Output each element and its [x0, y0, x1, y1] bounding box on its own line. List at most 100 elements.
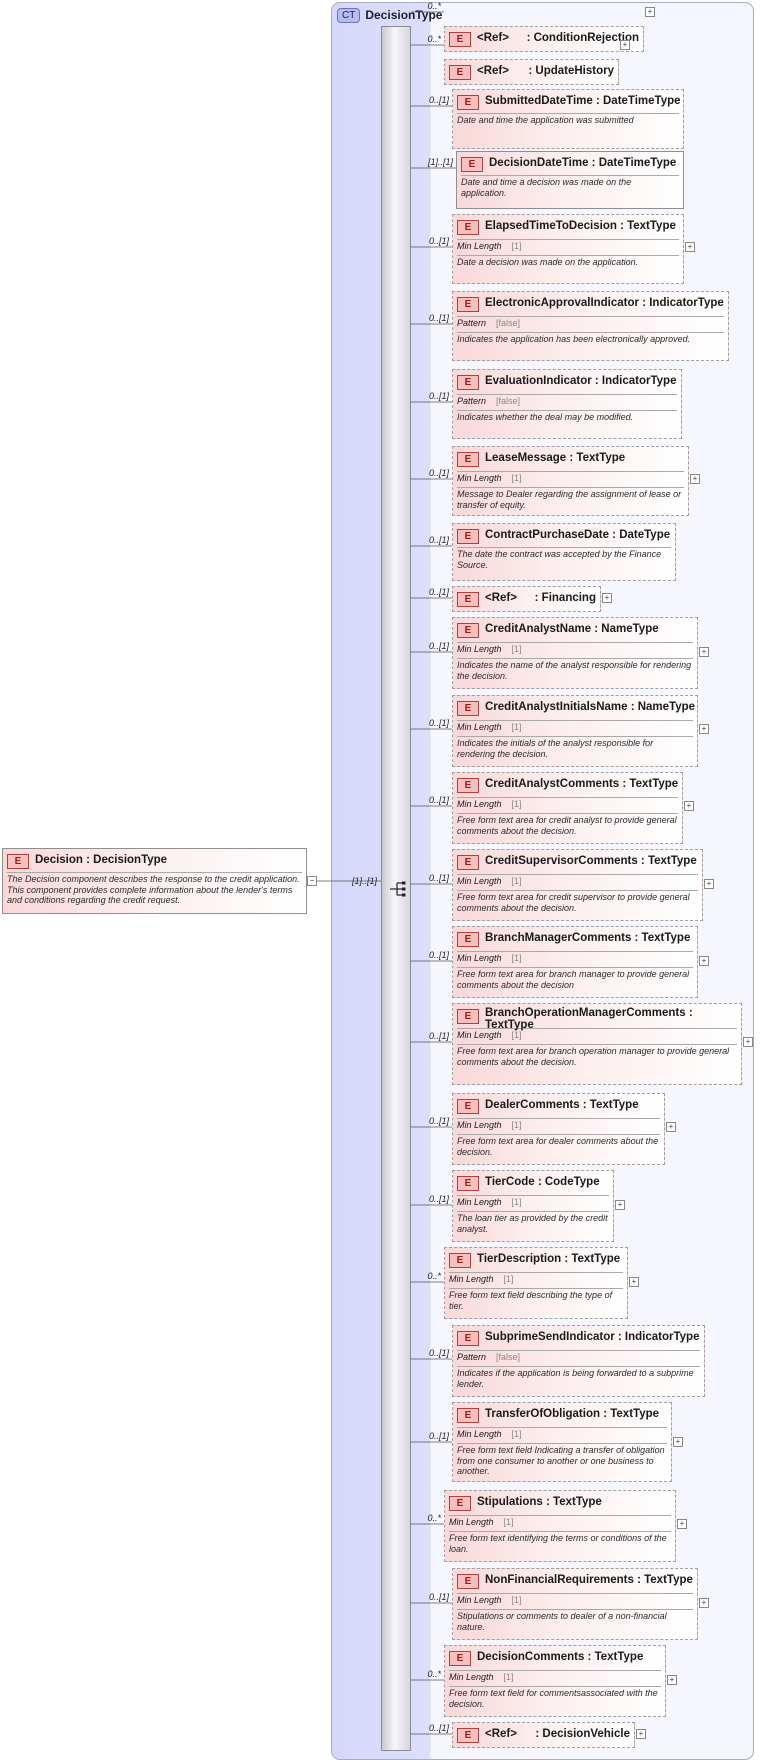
ref-type: : UpdateHistory	[528, 65, 614, 77]
facet-value: [false]	[496, 1352, 521, 1362]
expand-toggle-icon[interactable]: +	[629, 1277, 639, 1287]
expand-toggle-icon[interactable]: +	[673, 1437, 683, 1447]
expand-toggle-icon[interactable]: +	[690, 474, 700, 484]
element-facet: Min Length[1]	[449, 1272, 623, 1286]
element-name: <Ref>	[477, 32, 509, 44]
element-title: E<Ref>: Financing	[457, 590, 596, 608]
element-name: TierDescription : TextType	[477, 1253, 621, 1265]
element-name: CreditSupervisorComments : TextType	[485, 855, 697, 867]
expand-toggle-icon[interactable]: +	[699, 724, 709, 734]
facet-value: [1]	[511, 644, 522, 654]
element-name: TierCode : CodeType	[485, 1176, 600, 1188]
expand-toggle-icon[interactable]: +	[699, 956, 709, 966]
element-cardinality: 0..[1]	[428, 718, 449, 728]
expand-toggle-icon[interactable]: +	[699, 647, 709, 657]
element-description: Indicates the application has been elect…	[457, 332, 724, 345]
facet-value: [false]	[496, 318, 521, 328]
element-name: CreditAnalystComments : TextType	[485, 778, 679, 790]
element-facet: Pattern[false]	[457, 316, 724, 330]
element-box[interactable]: E<Ref>: Financing	[452, 586, 601, 612]
element-description: Free form text identifying the terms or …	[449, 1531, 671, 1554]
expand-toggle-icon[interactable]: +	[704, 879, 714, 889]
element-box[interactable]: E<Ref>: UpdateHistory	[444, 59, 619, 85]
facet-label: Min Length	[449, 1274, 494, 1284]
expand-toggle-icon[interactable]: +	[677, 1519, 687, 1529]
expand-toggle-icon[interactable]: +	[699, 1598, 709, 1608]
element-description: Date and time the application was submit…	[457, 113, 679, 126]
expand-toggle-icon[interactable]: +	[620, 40, 630, 50]
expand-toggle-icon[interactable]: +	[684, 801, 694, 811]
collapse-toggle-icon[interactable]: −	[307, 876, 317, 886]
expand-toggle-icon[interactable]: +	[685, 242, 695, 252]
element-cardinality: 0..*	[427, 1513, 441, 1523]
element-name: DecisionComments : TextType	[477, 1651, 644, 1663]
element-description: Free form text field Indicating a transf…	[457, 1443, 667, 1477]
element-badge-icon: E	[7, 854, 29, 869]
element-cardinality: 0..[1]	[428, 587, 449, 597]
element-description: The Decision component describes the res…	[7, 872, 302, 906]
element-description: Free form text area for credit superviso…	[457, 890, 698, 913]
element-cardinality: 0..*	[427, 1, 441, 11]
facet-label: Pattern	[457, 1352, 487, 1362]
element-name: ElectronicApprovalIndicator : IndicatorT…	[485, 297, 724, 309]
element-cardinality: 0..[1]	[428, 391, 449, 401]
expand-toggle-icon[interactable]: +	[666, 1122, 676, 1132]
element-cardinality: 0..[1]	[428, 950, 449, 960]
element-cardinality: 0..[1]	[428, 1723, 449, 1733]
facet-label: Min Length	[457, 241, 502, 251]
element-name: SubmittedDateTime : DateTimeType	[485, 95, 681, 107]
expand-toggle-icon[interactable]: +	[602, 593, 612, 603]
expand-toggle-icon[interactable]: +	[615, 1200, 625, 1210]
expand-toggle-icon[interactable]: +	[743, 1037, 753, 1047]
root-cardinality: [1]..[1]	[352, 876, 378, 886]
root-element-decision[interactable]: E Decision : DecisionType The Decision c…	[2, 848, 307, 914]
element-badge-icon: E	[457, 1331, 479, 1346]
expand-toggle-icon[interactable]: +	[645, 7, 655, 17]
element-box[interactable]: E<Ref>: DecisionVehicle	[452, 1722, 635, 1748]
element-badge-icon: E	[457, 855, 479, 870]
element-badge-icon: E	[457, 529, 479, 544]
element-description: Free form text area for branch manager t…	[457, 967, 693, 990]
element-badge-icon: E	[449, 65, 471, 80]
expand-toggle-icon[interactable]: +	[667, 1675, 677, 1685]
element-title: E CreditSupervisorComments : TextType	[457, 853, 698, 871]
facet-label: Min Length	[457, 1120, 502, 1130]
element-box[interactable]: E<Ref>: ConditionRejection	[444, 26, 644, 52]
facet-value: [1]	[511, 1429, 522, 1439]
element-cardinality: 0..*	[427, 1669, 441, 1679]
ref-type: : Financing	[534, 592, 596, 604]
expand-toggle-icon[interactable]: +	[636, 1729, 646, 1739]
sequence-compositor-icon[interactable]	[389, 881, 407, 897]
